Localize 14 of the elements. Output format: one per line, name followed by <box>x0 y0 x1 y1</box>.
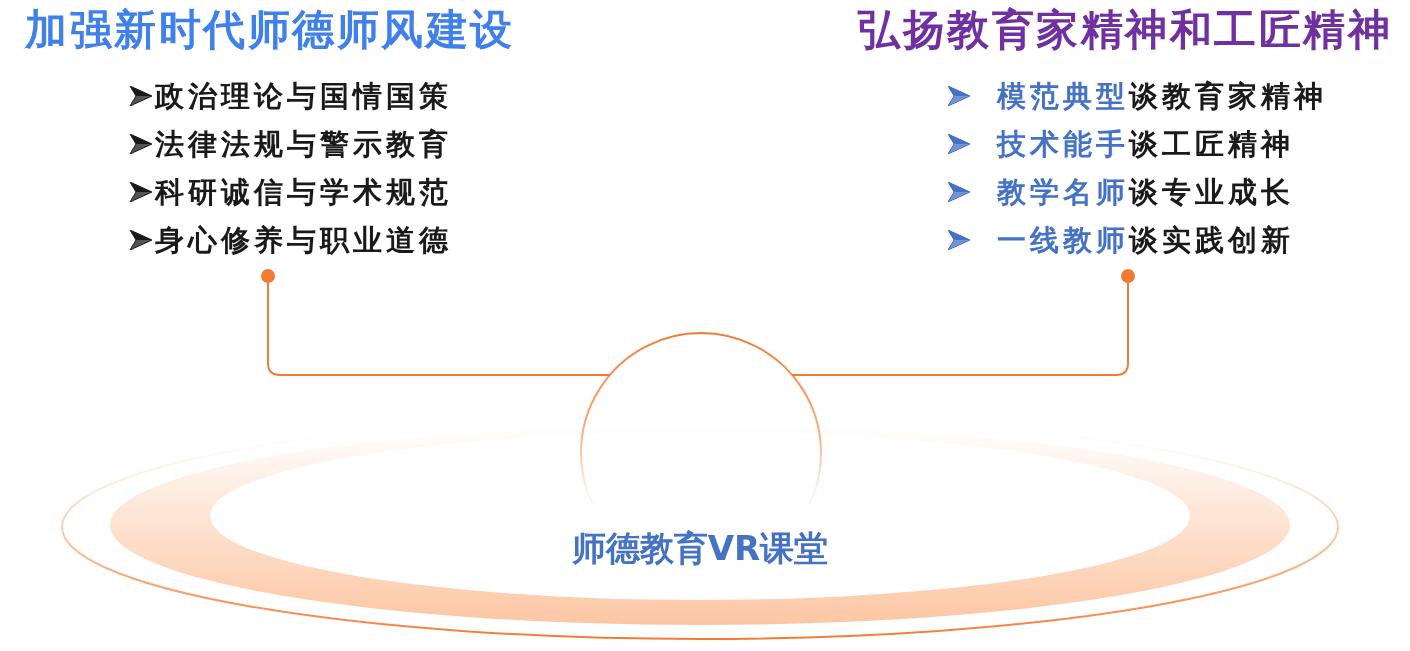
list-item: 技术能手谈工匠精神 <box>997 126 1294 163</box>
column-heading: 弘扬教育家精神和工匠精神 <box>858 6 1392 54</box>
list-item: 科研诚信与学术规范 <box>155 174 452 211</box>
list-item: 身心修养与职业道德 <box>155 222 452 259</box>
circle-outline <box>580 332 822 508</box>
platform-title: 师德教育VR课堂 <box>571 528 829 568</box>
list-item: 法律法规与警示教育 <box>155 126 452 163</box>
column-heading: 加强新时代师德师风建设 <box>25 6 515 54</box>
list-item: 教学名师谈专业成长 <box>997 174 1294 211</box>
list-item: 一线教师谈实践创新 <box>997 222 1294 259</box>
list-item: 模范典型谈教育家精神 <box>997 78 1327 115</box>
connector-line <box>791 269 1135 376</box>
list-item: 政治理论与国情国策 <box>155 78 452 115</box>
connector-line <box>261 269 611 376</box>
